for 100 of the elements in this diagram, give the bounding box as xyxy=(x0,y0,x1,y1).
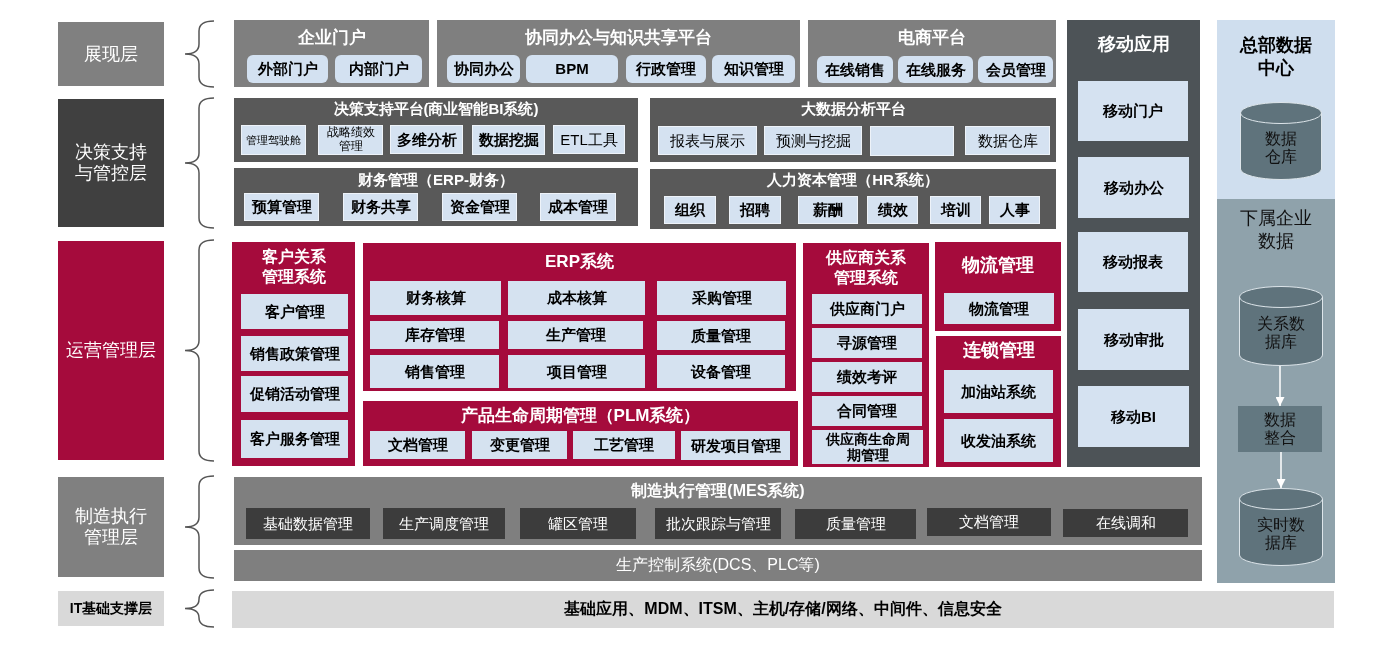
module-box: 报表与展示 xyxy=(658,126,757,155)
module-box: 变更管理 xyxy=(472,431,567,459)
panel-title: 财务管理（ERP-财务） xyxy=(358,171,514,190)
module-box: 预算管理 xyxy=(244,193,319,221)
system-bar: 生产控制系统(DCS、PLC等) xyxy=(234,550,1202,581)
system-panel xyxy=(234,20,429,87)
module-box: 移动审批 xyxy=(1078,309,1189,370)
module-box: 设备管理 xyxy=(657,355,785,388)
module-box: 知识管理 xyxy=(712,55,795,83)
module-box: 销售政策管理 xyxy=(241,336,348,371)
module-box: 研发项目管理 xyxy=(681,431,790,460)
process-box: 数据整合 xyxy=(1238,406,1322,452)
module-box: BPM xyxy=(526,55,618,83)
panel-title: 电商平台 xyxy=(898,27,966,49)
module-box: 收发油系统 xyxy=(944,419,1053,462)
module-box: 培训 xyxy=(930,196,981,224)
module-box: 数据仓库 xyxy=(965,126,1050,155)
module-box: 在线服务 xyxy=(898,56,973,83)
system-panel xyxy=(936,336,1061,467)
database-cylinder: 数据仓库 xyxy=(1240,102,1322,180)
module-box: 采购管理 xyxy=(657,281,786,315)
module-box: 内部门户 xyxy=(335,55,422,83)
module-box: 批次跟踪与管理 xyxy=(655,508,781,539)
module-box: 生产调度管理 xyxy=(383,508,505,539)
layer-label: 运营管理层 xyxy=(58,241,164,460)
module-box: 财务核算 xyxy=(370,281,501,315)
module-box: 加油站系统 xyxy=(944,370,1053,413)
panel-title: 总部数据中心 xyxy=(1238,34,1313,79)
panel-title: 连锁管理 xyxy=(962,339,1035,362)
module-box: 项目管理 xyxy=(508,355,645,388)
layer-label: IT基础支撑层 xyxy=(58,591,164,626)
panel-title: 物流管理 xyxy=(962,254,1034,277)
module-box: ETL工具 xyxy=(553,125,625,154)
module-box: 移动BI xyxy=(1078,386,1189,447)
module-box: 行政管理 xyxy=(626,55,706,83)
panel-title: ERP系统 xyxy=(545,251,614,273)
module-box: 资金管理 xyxy=(442,193,517,221)
module-box: 招聘 xyxy=(729,196,781,224)
module-box: 成本管理 xyxy=(540,193,616,221)
system-panel xyxy=(363,243,796,391)
layer-label: 决策支持与管控层 xyxy=(58,99,164,227)
panel-title: 协同办公与知识共享平台 xyxy=(525,27,712,49)
module-box: 在线销售 xyxy=(817,56,893,83)
module-box: 客户服务管理 xyxy=(241,420,348,458)
system-panel xyxy=(234,477,1202,545)
module-box: 客户管理 xyxy=(241,294,348,329)
module-box: 库存管理 xyxy=(370,321,499,349)
module-box: 移动报表 xyxy=(1078,232,1188,292)
module-box: 合同管理 xyxy=(812,396,922,426)
panel-title: 移动应用 xyxy=(1097,33,1170,56)
module-box: 绩效 xyxy=(867,196,918,224)
module-box: 薪酬 xyxy=(798,196,858,224)
module-box: 物流管理 xyxy=(944,293,1054,324)
panel-title: 人力资本管理（HR系统） xyxy=(767,171,939,190)
module-box: 罐区管理 xyxy=(520,508,636,539)
module-box: 会员管理 xyxy=(978,56,1053,83)
panel-title: 产品生命周期管理（PLM系统） xyxy=(460,405,701,427)
panel-title: 大数据分析平台 xyxy=(800,100,906,119)
module-box: 外部门户 xyxy=(247,55,328,83)
system-panel xyxy=(1217,20,1335,199)
system-panel xyxy=(437,20,800,87)
module-box: 管理驾驶舱 xyxy=(241,125,306,155)
panel-title: 供应商关系管理系统 xyxy=(824,248,907,288)
arrow xyxy=(1275,365,1285,407)
module-box: 基础数据管理 xyxy=(246,508,370,539)
panel-title: 企业门户 xyxy=(297,27,366,49)
module-box xyxy=(870,126,954,156)
module-box: 供应商门户 xyxy=(812,294,922,324)
module-box: 移动办公 xyxy=(1078,157,1189,218)
module-box: 移动门户 xyxy=(1078,81,1188,141)
system-panel xyxy=(803,243,929,467)
panel-title: 下属企业数据 xyxy=(1239,207,1313,252)
system-panel xyxy=(650,169,1056,229)
layer-label: 展现层 xyxy=(58,22,164,86)
arrow xyxy=(1276,451,1286,489)
module-box: 销售管理 xyxy=(370,355,499,388)
module-box: 人事 xyxy=(989,196,1040,224)
system-panel xyxy=(234,98,638,162)
module-box: 文档管理 xyxy=(370,431,465,459)
system-panel xyxy=(234,168,638,226)
module-box: 战略绩效管理 xyxy=(318,125,383,155)
module-box: 供应商生命周期管理 xyxy=(812,430,923,464)
system-bar: 基础应用、MDM、ITSM、主机/存储/网络、中间件、信息安全 xyxy=(232,591,1334,628)
module-box: 在线调和 xyxy=(1063,509,1188,537)
module-box: 组织 xyxy=(664,196,716,224)
system-panel xyxy=(650,98,1056,162)
module-box: 协同办公 xyxy=(447,55,520,83)
system-panel xyxy=(935,242,1061,331)
system-panel xyxy=(363,401,798,466)
system-panel xyxy=(808,20,1056,87)
module-box: 质量管理 xyxy=(657,321,785,350)
module-box: 财务共享 xyxy=(343,193,418,221)
module-box: 生产管理 xyxy=(508,321,643,349)
module-box: 成本核算 xyxy=(508,281,645,315)
module-box: 寻源管理 xyxy=(812,328,922,358)
module-box: 质量管理 xyxy=(795,509,916,539)
database-cylinder: 实时数据库 xyxy=(1239,488,1323,566)
module-box: 多维分析 xyxy=(390,125,463,154)
system-panel xyxy=(232,242,355,466)
module-box: 促销活动管理 xyxy=(241,376,348,412)
